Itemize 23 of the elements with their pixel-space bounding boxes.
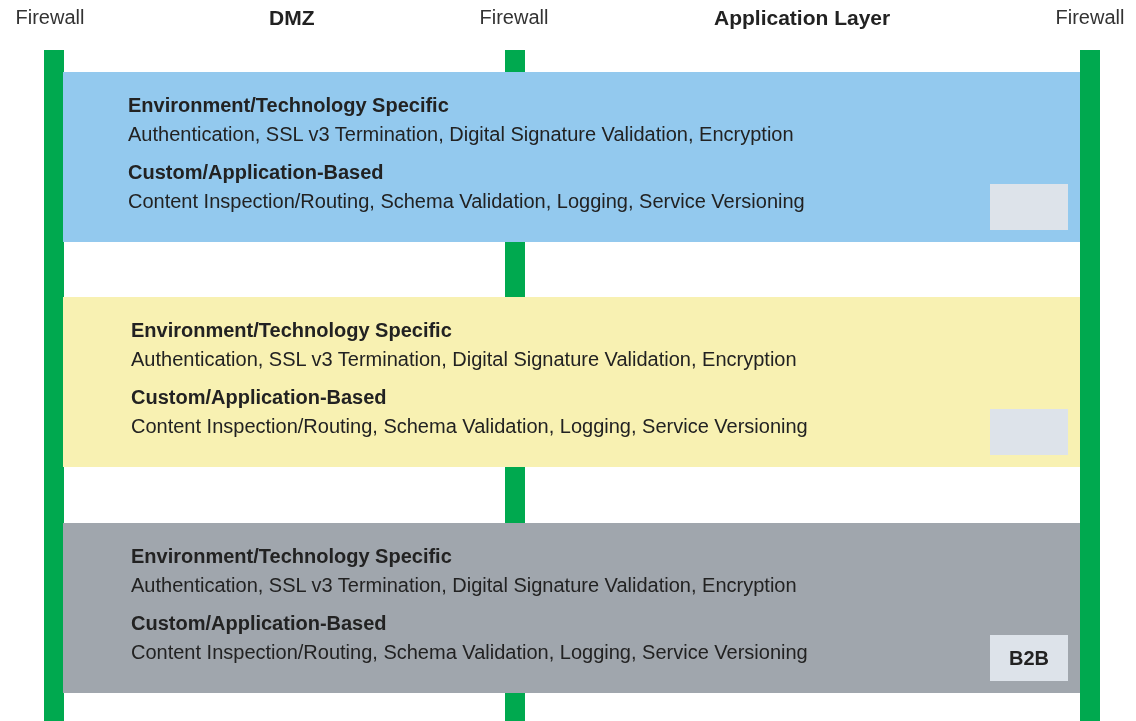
layer-band [63, 523, 1080, 693]
tag-box: B2B [990, 635, 1068, 681]
section-heading: Environment/Technology Specific [128, 94, 449, 117]
zone-label: DMZ [269, 6, 315, 30]
feature-list: Authentication, SSL v3 Termination, Digital Signature Validation, Encryption [131, 348, 797, 371]
tag-box [990, 184, 1068, 230]
feature-list: Authentication, SSL v3 Termination, Digital Signature Validation, Encryption [131, 574, 797, 597]
zone-label: Application Layer [714, 6, 891, 30]
firewall-label: Firewall [14, 6, 86, 29]
layer-band [63, 72, 1080, 242]
section-heading: Environment/Technology Specific [131, 319, 452, 342]
feature-list: Content Inspection/Routing, Schema Validation, Logging, Service Versioning [128, 190, 805, 213]
tag-box [990, 409, 1068, 455]
section-heading: Custom/Application-Based [131, 386, 387, 409]
section-heading: Custom/Application-Based [128, 161, 384, 184]
feature-list: Content Inspection/Routing, Schema Validation, Logging, Service Versioning [131, 641, 808, 664]
section-heading: Custom/Application-Based [131, 612, 387, 635]
feature-list: Authentication, SSL v3 Termination, Digital Signature Validation, Encryption [128, 123, 794, 146]
section-heading: Environment/Technology Specific [131, 545, 452, 568]
feature-list: Content Inspection/Routing, Schema Validation, Logging, Service Versioning [131, 415, 808, 438]
firewall-label: Firewall [1054, 6, 1126, 29]
firewall-label: Firewall [478, 6, 550, 29]
layer-band [63, 297, 1080, 467]
